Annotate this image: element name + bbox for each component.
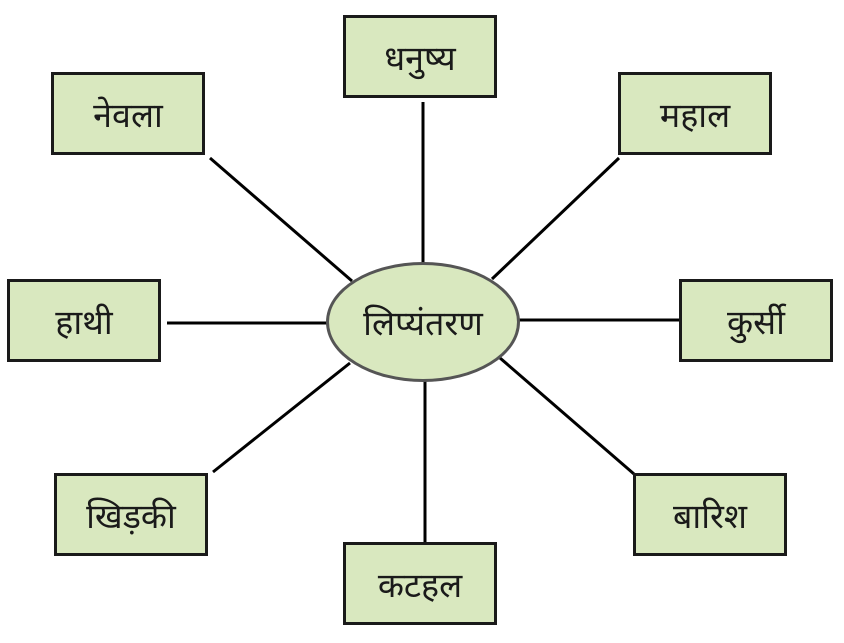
connector-bottom-right <box>499 356 635 476</box>
node-bottom: कटहल <box>343 542 497 625</box>
node-right: कुर्सी <box>679 279 833 362</box>
node-bottom-left: खिड़की <box>54 473 208 556</box>
node-top-right-label: महाल <box>659 95 731 136</box>
node-right-label: कुर्सी <box>727 302 785 343</box>
connector-top-right <box>490 156 621 281</box>
node-bottom-right-label: बारिश <box>672 496 748 537</box>
node-left-label: हाथी <box>55 302 113 343</box>
connector-bottom-left <box>212 361 351 474</box>
connector-top-left <box>209 156 353 283</box>
node-top: धनुष्य <box>343 15 497 98</box>
node-bottom-left-label: खिड़की <box>86 496 176 537</box>
node-left: हाथी <box>7 279 161 362</box>
node-top-label: धनुष्य <box>384 38 456 79</box>
node-bottom-label: कटहल <box>377 565 463 606</box>
node-top-left: नेवला <box>51 72 205 155</box>
node-top-left-label: नेवला <box>93 95 163 136</box>
center-node-label: लिप्यंतरण <box>363 304 483 344</box>
node-top-right: महाल <box>618 72 772 155</box>
node-bottom-right: बारिश <box>633 473 787 556</box>
center-node: लिप्यंतरण <box>326 262 520 382</box>
